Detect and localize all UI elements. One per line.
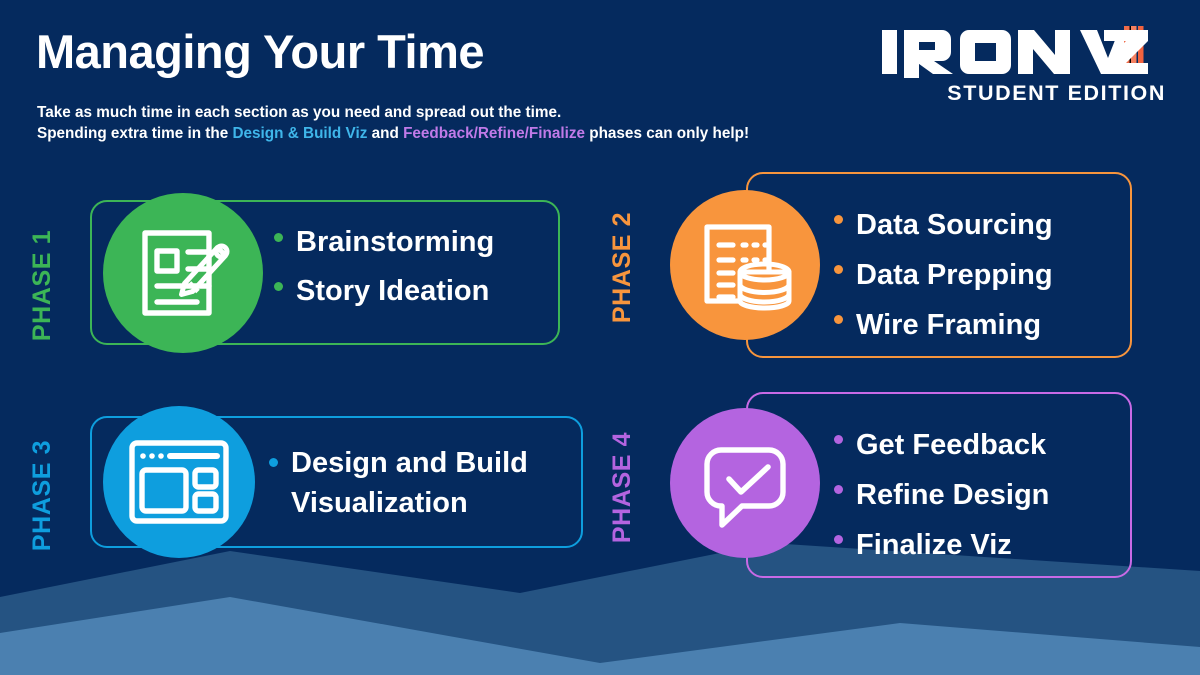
phase-4-label: PHASE 4: [608, 431, 637, 544]
phase-2-label: PHASE 2: [608, 211, 637, 324]
phase-1-circle: [103, 193, 263, 353]
iron-viz-wordmark: [882, 26, 1148, 78]
dashboard-window-icon: [129, 440, 229, 524]
list-item: Design and Build Visualization: [265, 443, 528, 523]
list-item: Data Sourcing: [830, 200, 1053, 250]
phase-1-label: PHASE 1: [28, 229, 57, 342]
phase-1-box: [90, 200, 560, 345]
logo-bar-3: [1138, 26, 1144, 74]
logo-subtitle: STUDENT EDITION: [947, 80, 1166, 105]
phase-4-circle: [670, 408, 820, 558]
phase-card-1[interactable]: PHASE 1 Brainstorming: [20, 178, 580, 393]
subtitle-line-1: Take as much time in each section as you…: [37, 104, 562, 121]
phase-3-label: PHASE 3: [28, 439, 57, 552]
phase-2-bullets: Data Sourcing Data Prepping Wire Framing: [830, 200, 1053, 350]
logo-letter-z: [1104, 30, 1148, 74]
phase-card-3[interactable]: PHASE 3 Design and Build Visualization: [20, 388, 583, 603]
database-document-icon: [704, 224, 792, 311]
phase-card-4[interactable]: PHASE 4 Get Feedback Refine Design Final…: [600, 380, 1160, 595]
list-item: Story Ideation: [270, 267, 494, 316]
list-item: Data Prepping: [830, 250, 1053, 300]
subtitle-highlight-feedback-refine-finalize: Feedback/Refine/Finalize: [403, 125, 585, 142]
phase-4-bullets: Get Feedback Refine Design Finalize Viz: [830, 420, 1049, 570]
iron-viz-logo: STUDENT EDITION: [868, 26, 1168, 106]
phase-1-bullets: Brainstorming Story Ideation: [270, 218, 494, 316]
phase-card-2[interactable]: PHASE 2: [600, 160, 1160, 375]
phase-3-circle: [103, 406, 255, 558]
subtitle-line-2: Spending extra time in the Design & Buil…: [37, 123, 749, 144]
subtitle-highlight-design-build: Design & Build Viz: [232, 125, 368, 142]
page-subtitle: Take as much time in each section as you…: [37, 102, 749, 144]
list-item: Wire Framing: [830, 300, 1053, 350]
list-item: Brainstorming: [270, 218, 494, 267]
logo-text-iron: [882, 30, 1070, 78]
phase-3-bullets: Design and Build Visualization: [265, 443, 528, 523]
list-item: Finalize Viz: [830, 520, 1049, 570]
subtitle-text-a: Spending extra time in the: [37, 125, 233, 142]
page-title: Managing Your Time: [36, 25, 485, 78]
notepad-pencil-icon: [142, 230, 230, 316]
subtitle-text-b: and: [367, 125, 404, 142]
wave-light: [0, 597, 1200, 675]
subtitle-text-c: phases can only help!: [584, 125, 750, 142]
phase-2-circle: [670, 190, 820, 340]
phase-3-box: [90, 416, 583, 548]
speech-bubble-check-icon: [704, 447, 786, 528]
list-item: Get Feedback: [830, 420, 1049, 470]
list-item: Refine Design: [830, 470, 1049, 520]
